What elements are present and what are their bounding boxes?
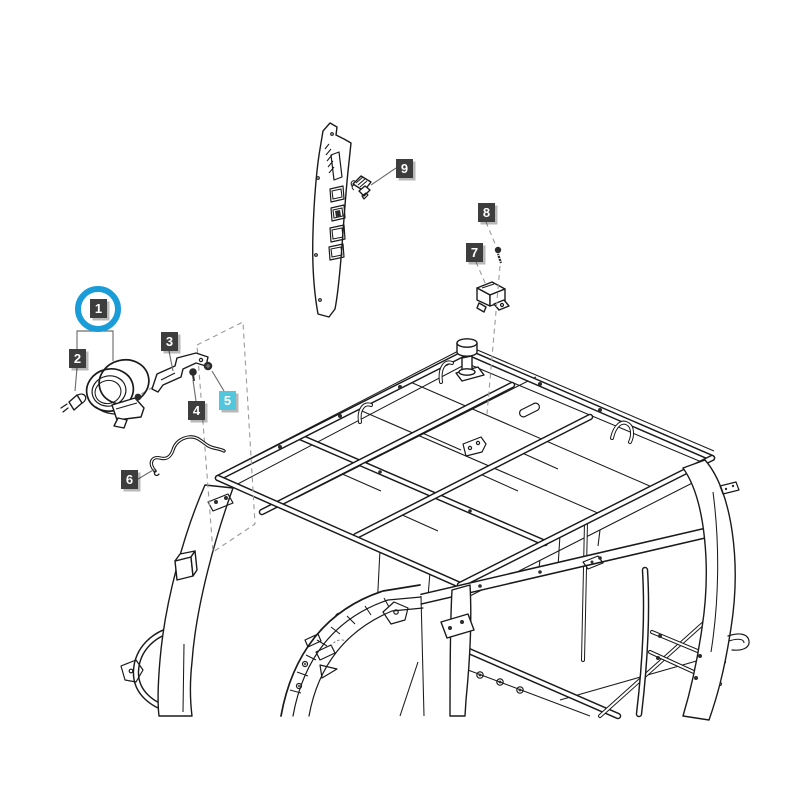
rear-right-pillar <box>682 459 750 721</box>
frame-details <box>278 382 702 694</box>
pillar-cube-bracket <box>174 550 198 581</box>
cab-frame <box>120 338 750 721</box>
front-corner-post <box>440 584 475 717</box>
work-lamp-assembly <box>60 352 226 477</box>
fender-arch <box>280 584 425 717</box>
part-screw <box>494 246 503 264</box>
highlight-ring <box>75 286 121 332</box>
callout-label-4: 4 <box>188 401 205 420</box>
pillar-hook <box>727 633 750 651</box>
callout-label-1: 1 <box>90 299 107 318</box>
part-lamp <box>85 358 150 429</box>
callout-label-8: 8 <box>478 203 495 222</box>
callout-label-7: 7 <box>466 243 483 262</box>
leader-lines <box>74 167 397 480</box>
part-bolt <box>189 368 197 382</box>
part-bracket <box>151 352 209 393</box>
beacon-mount <box>455 338 485 382</box>
dashed-leaders <box>475 221 501 415</box>
vent-slot <box>324 143 343 181</box>
callout-label-2: 2 <box>69 349 86 368</box>
part-wire <box>149 435 226 477</box>
frame-tubes <box>218 352 726 716</box>
switch-openings <box>328 185 346 261</box>
callout-label-3: 3 <box>161 332 178 351</box>
callout-label-5: 5 <box>219 391 236 410</box>
mounting-panel-outline <box>196 321 256 553</box>
part-switch <box>350 175 372 200</box>
callout-label-6: 6 <box>121 470 138 489</box>
pillar-trim-panel <box>312 122 352 318</box>
part-nut <box>203 361 213 371</box>
front-left-pillar <box>120 484 234 717</box>
part-relay <box>476 281 510 313</box>
callout-label-9: 9 <box>396 159 413 178</box>
part-bulb <box>60 393 87 413</box>
handle-foot-bracket <box>120 659 144 683</box>
arch-hatching <box>289 597 390 694</box>
